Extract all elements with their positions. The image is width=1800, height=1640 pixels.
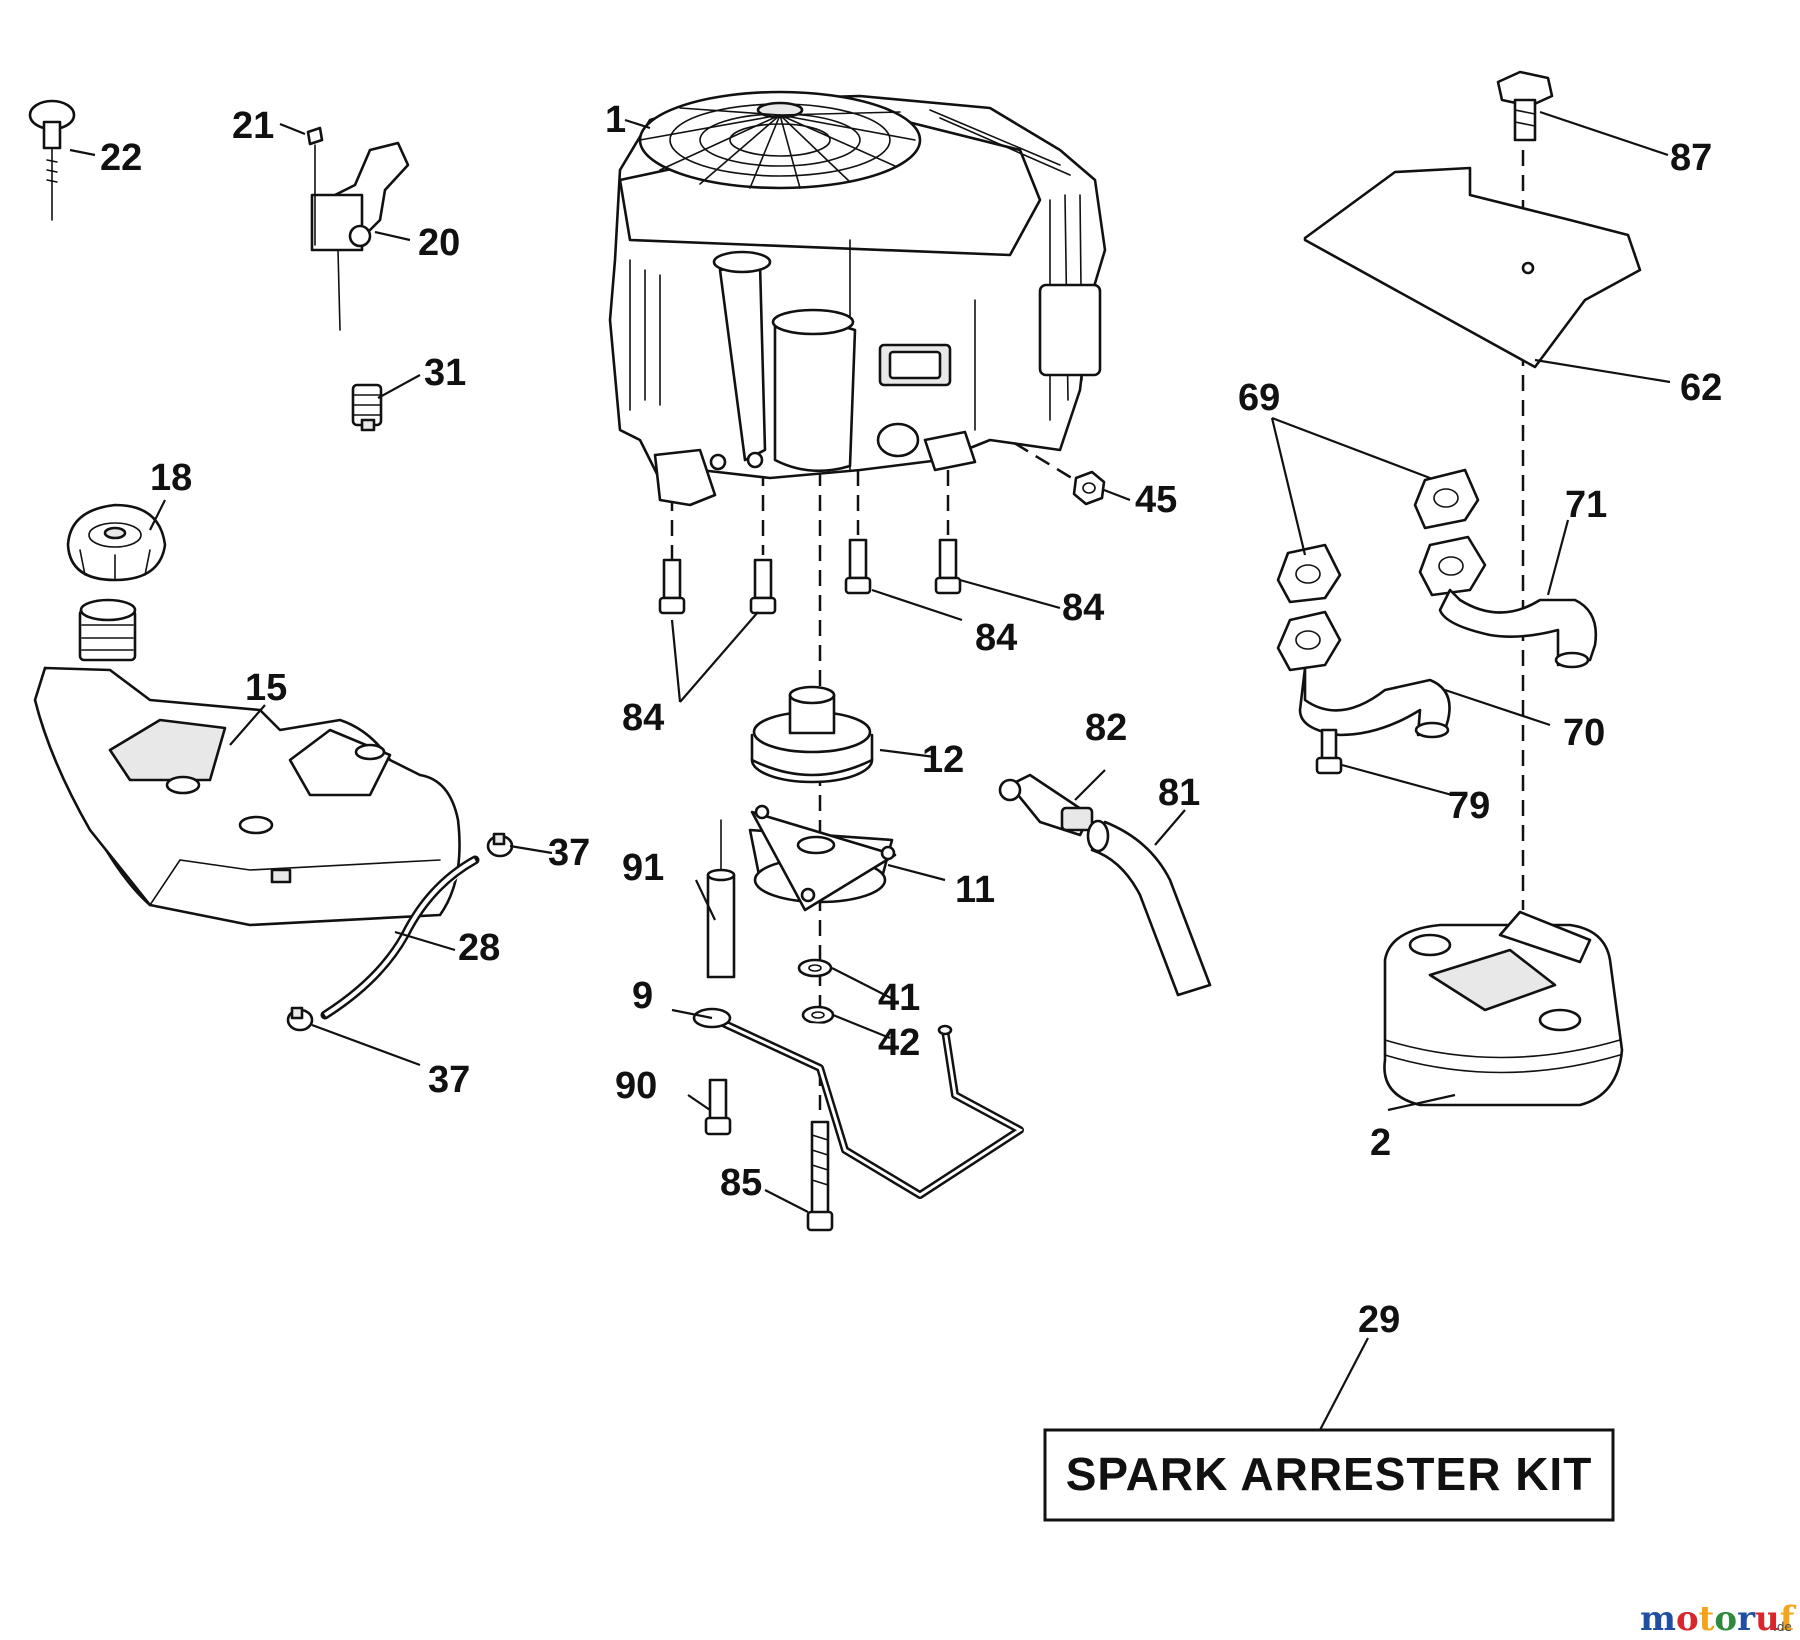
spark-arrester-kit-box: SPARK ARRESTER KIT [1043, 1428, 1615, 1522]
bolt-90-part [704, 1078, 732, 1136]
watermark-brand: motoruf [1640, 1599, 1797, 1639]
label-37-lower: 37 [428, 1059, 470, 1101]
label-82: 82 [1085, 707, 1127, 749]
washer-part [797, 958, 833, 978]
label-84-mid: 84 [975, 617, 1017, 659]
oil-drain-tube-part [692, 1007, 1024, 1199]
label-18: 18 [150, 457, 192, 499]
part-numbers: 1 22 21 20 31 18 15 37 28 37 45 84 84 84… [100, 99, 1722, 1341]
clamp-part [351, 383, 383, 432]
watermark-logo: motoruf .de [1640, 1599, 1797, 1639]
label-62: 62 [1680, 367, 1722, 409]
spacer-part [706, 819, 736, 979]
watermark-letter: t [1699, 1599, 1715, 1639]
label-71: 71 [1565, 484, 1607, 526]
label-41: 41 [878, 977, 920, 1019]
label-11: 11 [955, 869, 995, 911]
label-37-upper: 37 [548, 832, 590, 874]
hose-clamp-lower-part [286, 1006, 314, 1032]
label-12: 12 [922, 739, 964, 781]
label-15: 15 [245, 667, 287, 709]
label-9: 9 [632, 975, 653, 1017]
label-85: 85 [720, 1162, 762, 1204]
watermark-suffix: .de [1773, 1620, 1792, 1634]
screw-87-part [1496, 70, 1554, 142]
fuel-cap-part [66, 503, 167, 582]
label-42: 42 [878, 1022, 920, 1064]
watermark-letter: m [1640, 1599, 1676, 1639]
oil-drain-valve-part [998, 773, 1094, 837]
choke-knob-part [28, 99, 76, 221]
watermark-letter: u [1755, 1599, 1780, 1639]
gasket-part [1276, 468, 1480, 604]
label-87: 87 [1670, 137, 1712, 179]
oil-drain-hose-part [1086, 819, 1212, 997]
throttle-control-part [306, 126, 410, 331]
muffler-part [1383, 910, 1624, 1107]
label-29: 29 [1358, 1299, 1400, 1341]
label-84-left: 84 [622, 697, 664, 739]
label-79: 79 [1448, 785, 1490, 827]
spark-arrester-kit-label: SPARK ARRESTER KIT [1066, 1448, 1593, 1500]
watermark-letter: r [1737, 1599, 1756, 1639]
label-70: 70 [1563, 712, 1605, 754]
fuel-tank-part [33, 598, 461, 927]
label-45: 45 [1135, 479, 1177, 521]
leader-lines [69, 110, 1671, 1431]
watermark-letter: f [1780, 1599, 1797, 1639]
bolt-85-part [806, 1120, 834, 1232]
heat-shield-part [1303, 166, 1642, 369]
watermark-letter: o [1676, 1599, 1699, 1639]
hose-clamp-upper-part [486, 832, 514, 858]
lock-washer-part [801, 1005, 835, 1025]
watermark-letter: o [1714, 1599, 1737, 1639]
nut-part [1072, 470, 1106, 506]
engine-part [608, 90, 1107, 507]
pto-clutch-part [748, 804, 897, 912]
label-21: 21 [232, 105, 274, 147]
label-69: 69 [1238, 377, 1280, 419]
label-20: 20 [418, 222, 460, 264]
engine-pulley-part [750, 685, 874, 784]
label-2: 2 [1370, 1122, 1391, 1164]
label-90: 90 [615, 1065, 657, 1107]
label-81: 81 [1158, 772, 1200, 814]
label-84-right: 84 [1062, 587, 1104, 629]
bolt-79-part [1315, 728, 1343, 775]
label-28: 28 [458, 927, 500, 969]
exhaust-pipe-70-part [1276, 610, 1451, 739]
label-91: 91 [622, 847, 664, 889]
exhaust-pipe-71-part [1418, 535, 1598, 669]
label-22: 22 [100, 137, 142, 179]
label-31: 31 [424, 352, 466, 394]
label-1: 1 [605, 99, 626, 141]
engine-bolts [658, 538, 962, 615]
